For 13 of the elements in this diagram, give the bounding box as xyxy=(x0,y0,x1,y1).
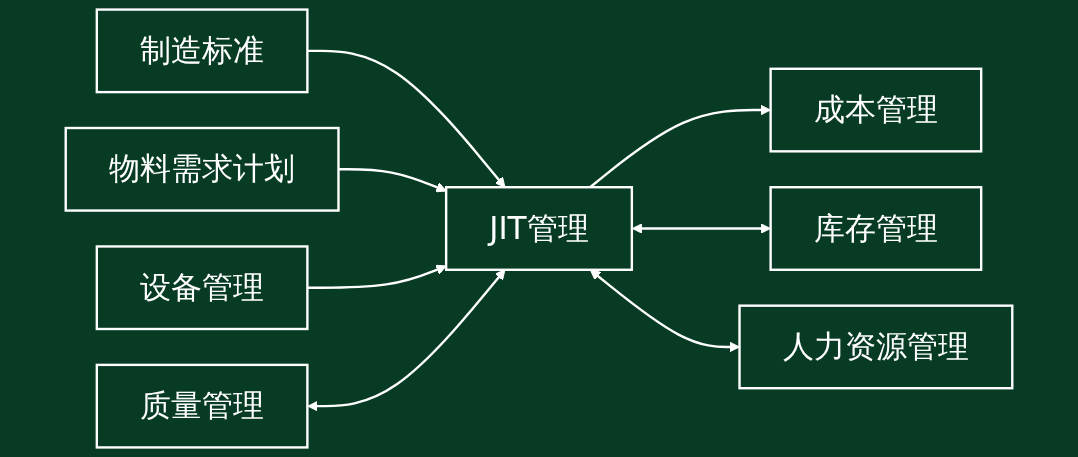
node-box: 设备管理 xyxy=(95,245,309,331)
node-box: 成本管理 xyxy=(769,67,983,153)
node-box: 制造标准 xyxy=(95,8,309,94)
arrow xyxy=(338,168,447,193)
node-box: 库存管理 xyxy=(769,186,983,271)
node-box: 物料需求计划 xyxy=(64,126,340,212)
node-box: JIT管理 xyxy=(444,186,634,271)
node-box: 人力资源管理 xyxy=(738,304,1014,390)
arrow xyxy=(590,269,740,353)
arrow xyxy=(307,264,447,289)
arrow xyxy=(307,269,506,412)
arrow xyxy=(307,49,506,188)
node-box: 质量管理 xyxy=(95,363,309,449)
